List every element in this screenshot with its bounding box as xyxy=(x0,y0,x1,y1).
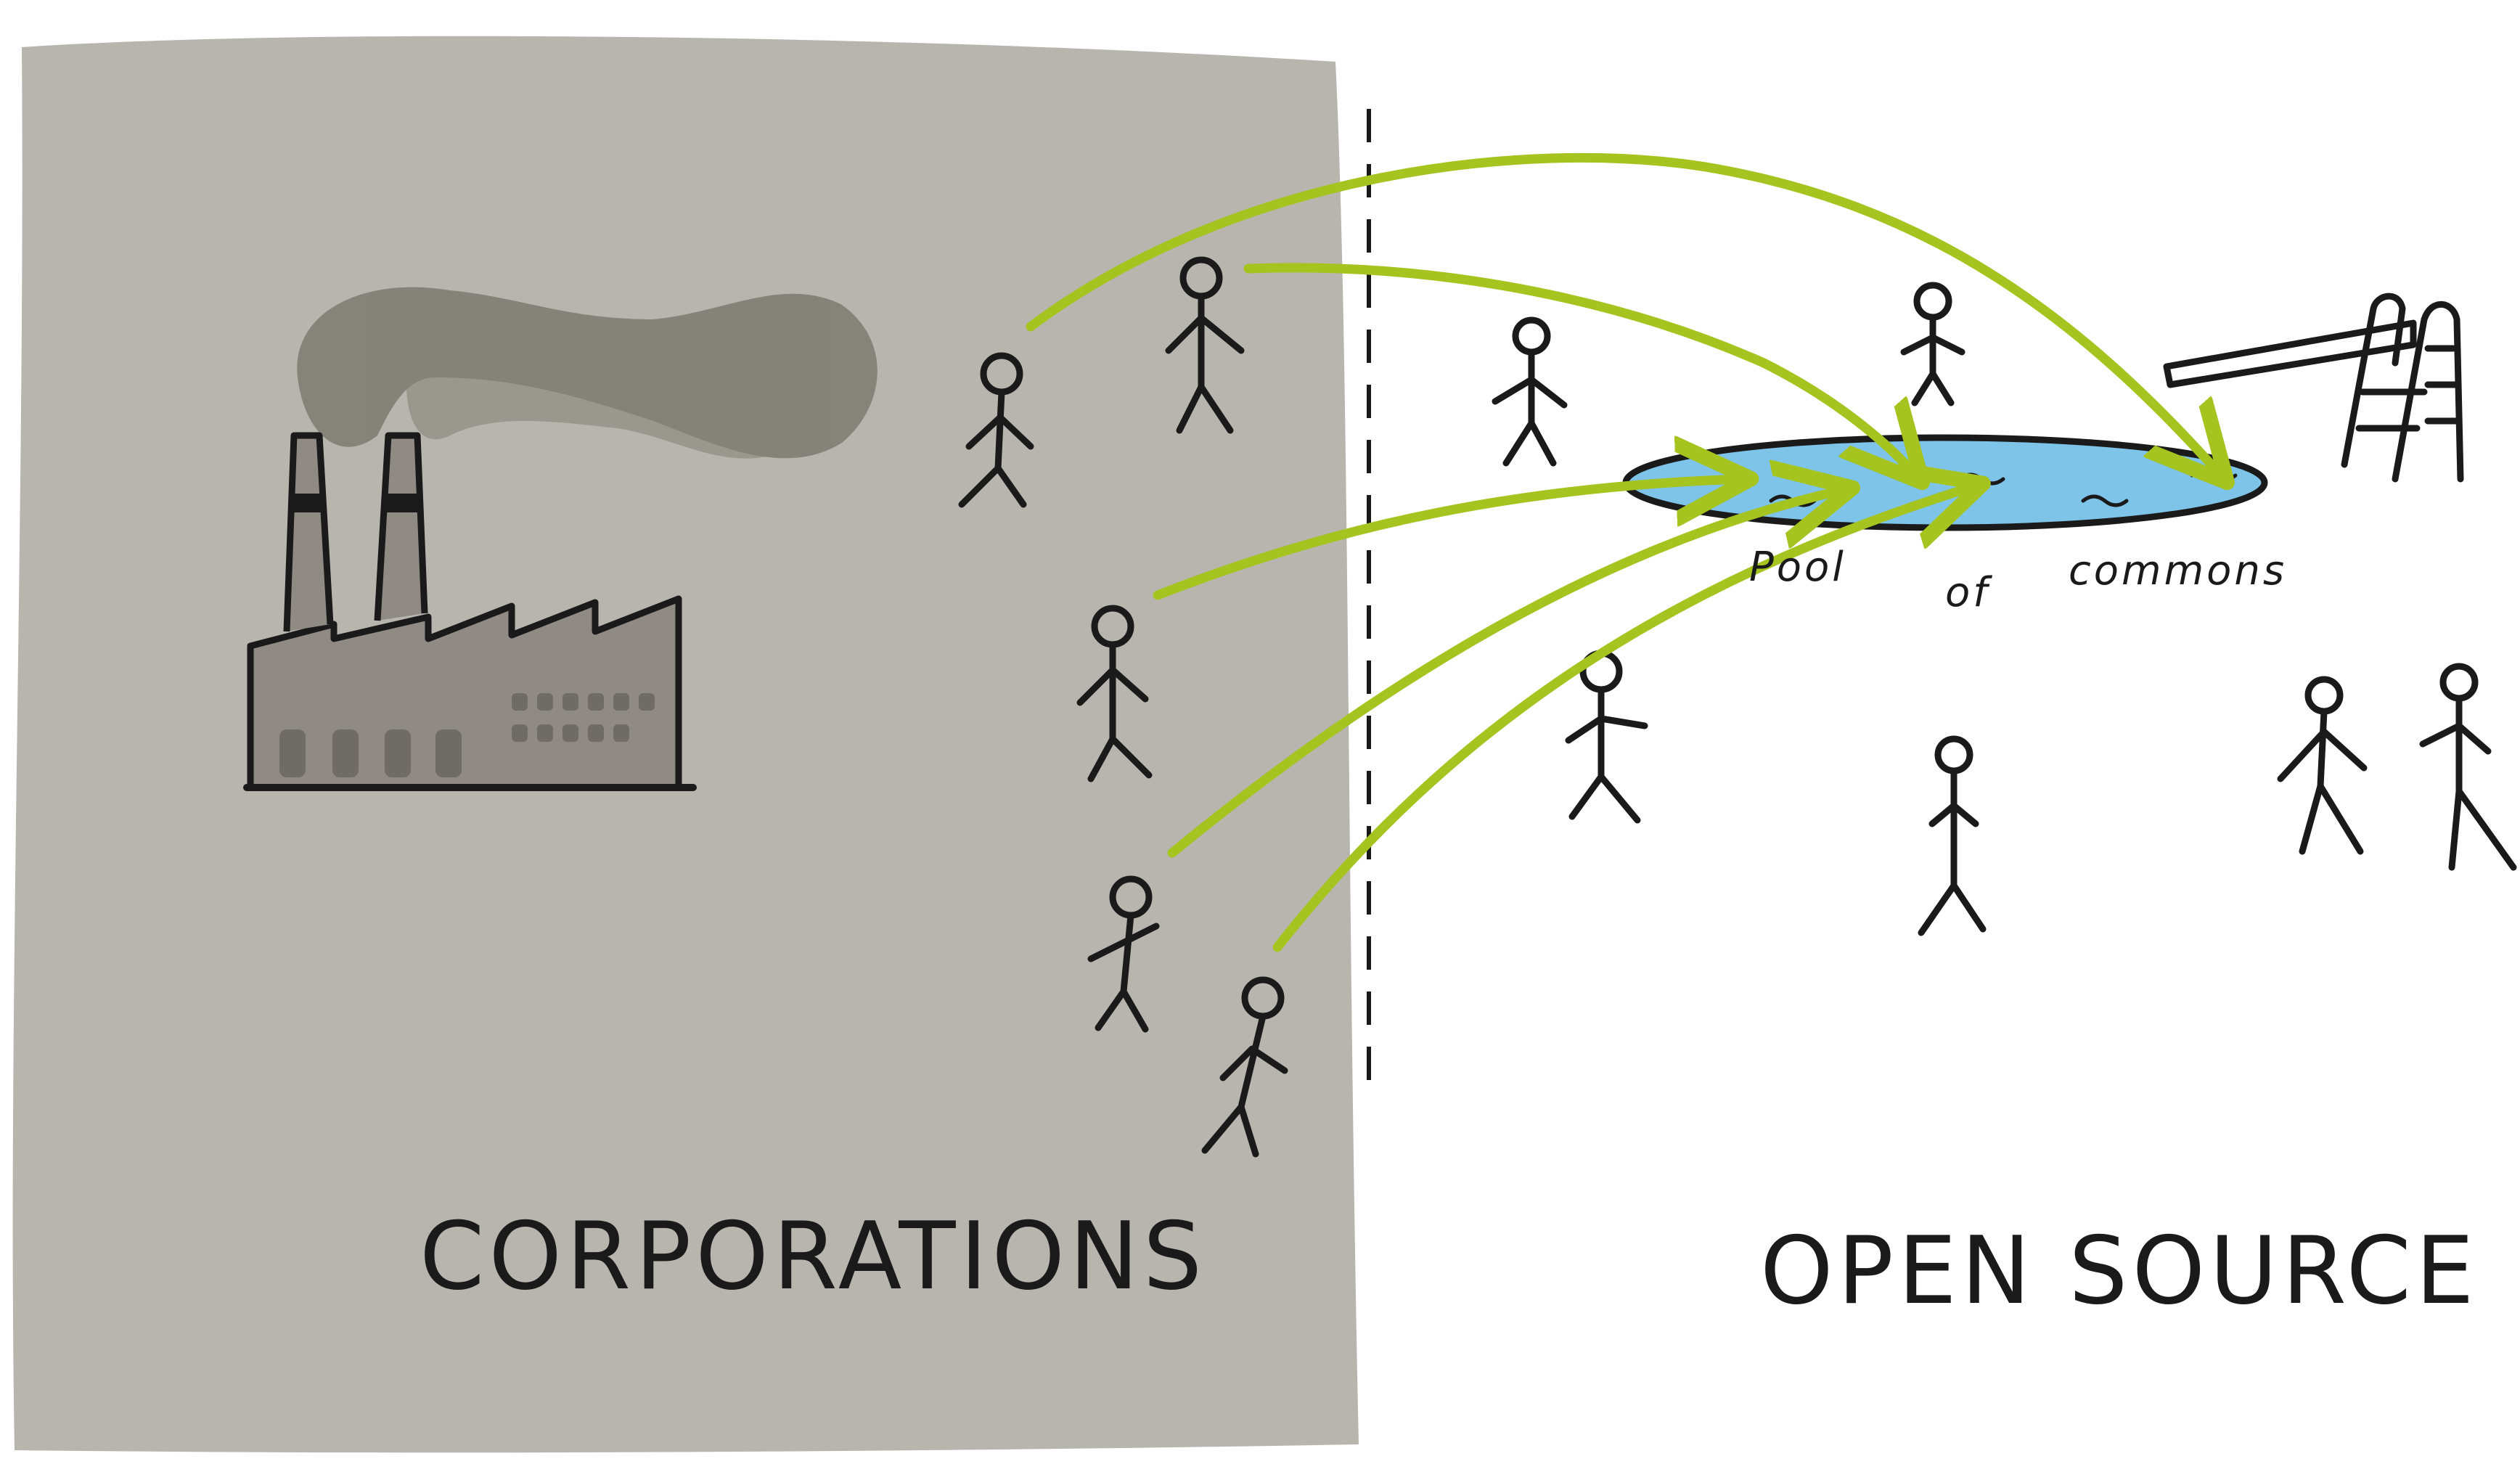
person-icon xyxy=(1565,650,1648,824)
pool-label-word3: commons xyxy=(2069,547,2287,594)
corporations-label: CORPORATIONS xyxy=(420,1203,1206,1311)
open-source-label: OPEN SOURCE xyxy=(1760,1217,2479,1325)
arrow-icon xyxy=(1026,152,2221,475)
person-icon xyxy=(1076,605,1153,782)
person-icon xyxy=(1165,256,1245,434)
arrow-icon xyxy=(1167,490,1844,858)
factory-icon xyxy=(243,432,697,791)
person-icon xyxy=(2419,663,2517,871)
arrow-icon xyxy=(1272,486,1974,952)
person-icon xyxy=(1087,875,1160,1033)
pool-label-word1: Pool xyxy=(1749,544,1846,591)
pool-label-word2: of xyxy=(1945,569,1992,616)
person-icon xyxy=(1900,282,1965,406)
smoke-icon xyxy=(297,287,878,459)
person-icon xyxy=(1492,316,1568,467)
person-icon xyxy=(2277,676,2368,855)
arrows xyxy=(1026,152,2221,952)
diving-board-icon xyxy=(2163,293,2464,483)
arrow-icon xyxy=(1153,479,1742,600)
person-icon xyxy=(1918,735,1987,936)
person-icon xyxy=(1201,976,1288,1158)
person-icon xyxy=(958,352,1034,508)
arrow-icon xyxy=(1243,263,1916,475)
